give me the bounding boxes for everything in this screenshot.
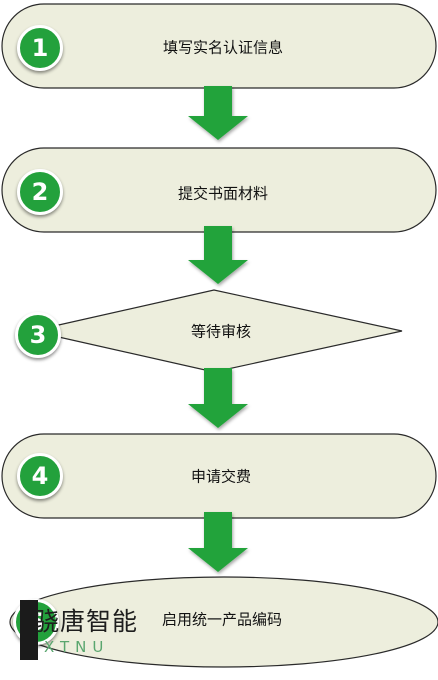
- arrow-4-icon: [188, 512, 248, 572]
- step-2-badge: 2: [17, 169, 63, 215]
- arrow-3-icon: [188, 368, 248, 428]
- step-5-label: 启用统一产品编码: [161, 610, 283, 629]
- step-3-diamond: [31, 289, 403, 373]
- watermark-logo: 骁唐智能 XTNU: [20, 600, 140, 660]
- arrow-2-icon: [188, 226, 248, 284]
- step-3-label: 等待审核: [190, 322, 252, 341]
- step-5-ellipse: [9, 576, 438, 668]
- watermark-subtext: XTNU: [44, 638, 110, 656]
- step-2-label: 提交书面材料: [177, 184, 269, 203]
- step-4-badge: 4: [17, 453, 63, 499]
- watermark-block: [20, 600, 38, 660]
- step-1-badge: 1: [17, 25, 63, 71]
- watermark-text: 骁唐智能: [34, 607, 139, 636]
- arrow-1-icon: [188, 86, 248, 140]
- step-4-label: 申请交费: [190, 467, 252, 486]
- step-1-label: 填写实名认证信息: [162, 38, 284, 57]
- step-3-badge: 3: [15, 312, 61, 358]
